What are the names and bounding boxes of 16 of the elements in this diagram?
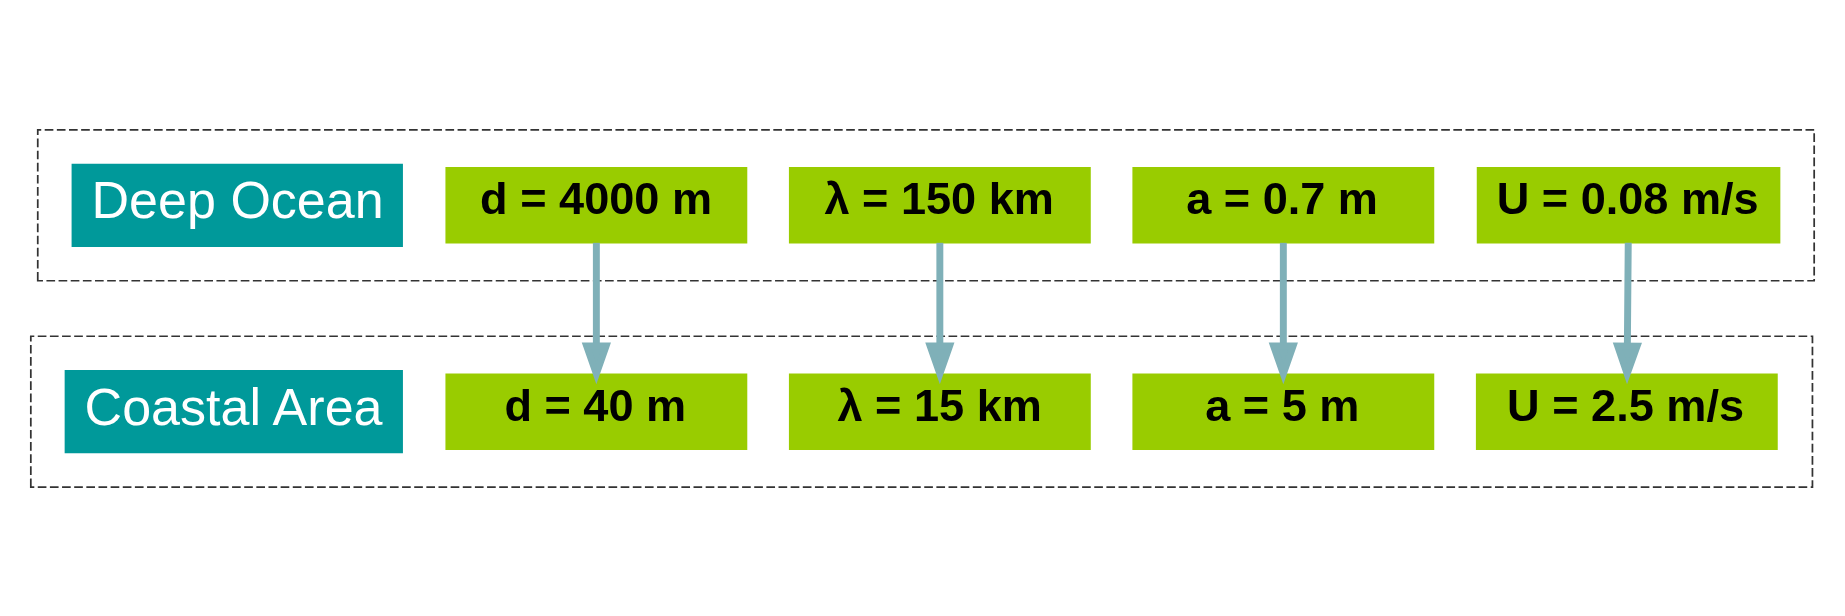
node-box: a = 5 m: [1132, 373, 1435, 450]
node-box: Coastal Area: [64, 369, 403, 453]
node-box: Deep Ocean: [71, 163, 403, 247]
cluster: [36, 128, 1816, 282]
arrow: [925, 242, 955, 384]
arrow: [1268, 242, 1298, 384]
node-box: a = 0.7 m: [1132, 166, 1435, 243]
node-box: d = 4000 m: [445, 166, 748, 243]
arrow: [1612, 242, 1642, 384]
node-box: U = 2.5 m/s: [1475, 373, 1778, 450]
node-box: λ = 15 km: [788, 373, 1091, 450]
cluster: [29, 334, 1814, 488]
node-box: d = 40 m: [445, 373, 748, 450]
node-box: U = 0.08 m/s: [1476, 166, 1781, 243]
arrow: [581, 242, 611, 384]
node-box: λ = 150 km: [788, 166, 1091, 243]
